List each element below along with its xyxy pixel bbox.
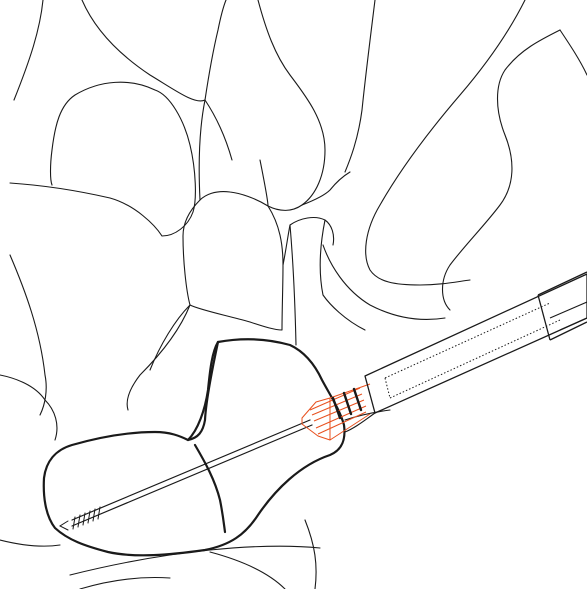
bone-outline	[258, 0, 325, 210]
drill-sleeve	[345, 272, 587, 432]
bone-outline	[345, 0, 375, 172]
bone-outline	[0, 540, 60, 546]
bone-outline	[0, 375, 57, 440]
bone-outline	[560, 30, 587, 75]
bone-outline	[205, 0, 226, 100]
bone-outline	[290, 225, 296, 345]
depth-marker	[344, 393, 351, 414]
sleeve-collar	[538, 272, 587, 340]
bone-outline	[366, 0, 525, 285]
bone-bold-outline	[44, 339, 345, 555]
bone-outline	[150, 305, 190, 370]
bone-outline	[302, 172, 350, 205]
bone-outline	[127, 305, 190, 410]
bone-outline	[283, 218, 334, 265]
bone-outline	[14, 0, 43, 100]
guide-wire	[60, 420, 312, 530]
highlighted-bone	[44, 339, 345, 555]
bone-outline	[320, 220, 365, 330]
depth-marker	[354, 389, 361, 410]
sleeve-inner-dotted	[385, 303, 560, 398]
bone-outline	[305, 520, 316, 589]
bone-outline	[183, 200, 283, 330]
bone-outline	[10, 255, 45, 375]
bone-outline	[205, 100, 232, 160]
bone-outline	[210, 552, 285, 589]
bone-outline	[199, 100, 268, 206]
drill-tip-cone	[302, 398, 330, 440]
wire-line-lower	[72, 425, 312, 526]
bone-outline	[443, 30, 561, 310]
bone-outline	[10, 82, 195, 236]
drill-tip	[302, 384, 370, 440]
bone-outline	[80, 577, 170, 589]
depth-marker	[333, 398, 340, 418]
sleeve-inner-edge	[550, 302, 587, 330]
sleeve-body	[365, 274, 587, 413]
bone-outline	[323, 245, 445, 319]
